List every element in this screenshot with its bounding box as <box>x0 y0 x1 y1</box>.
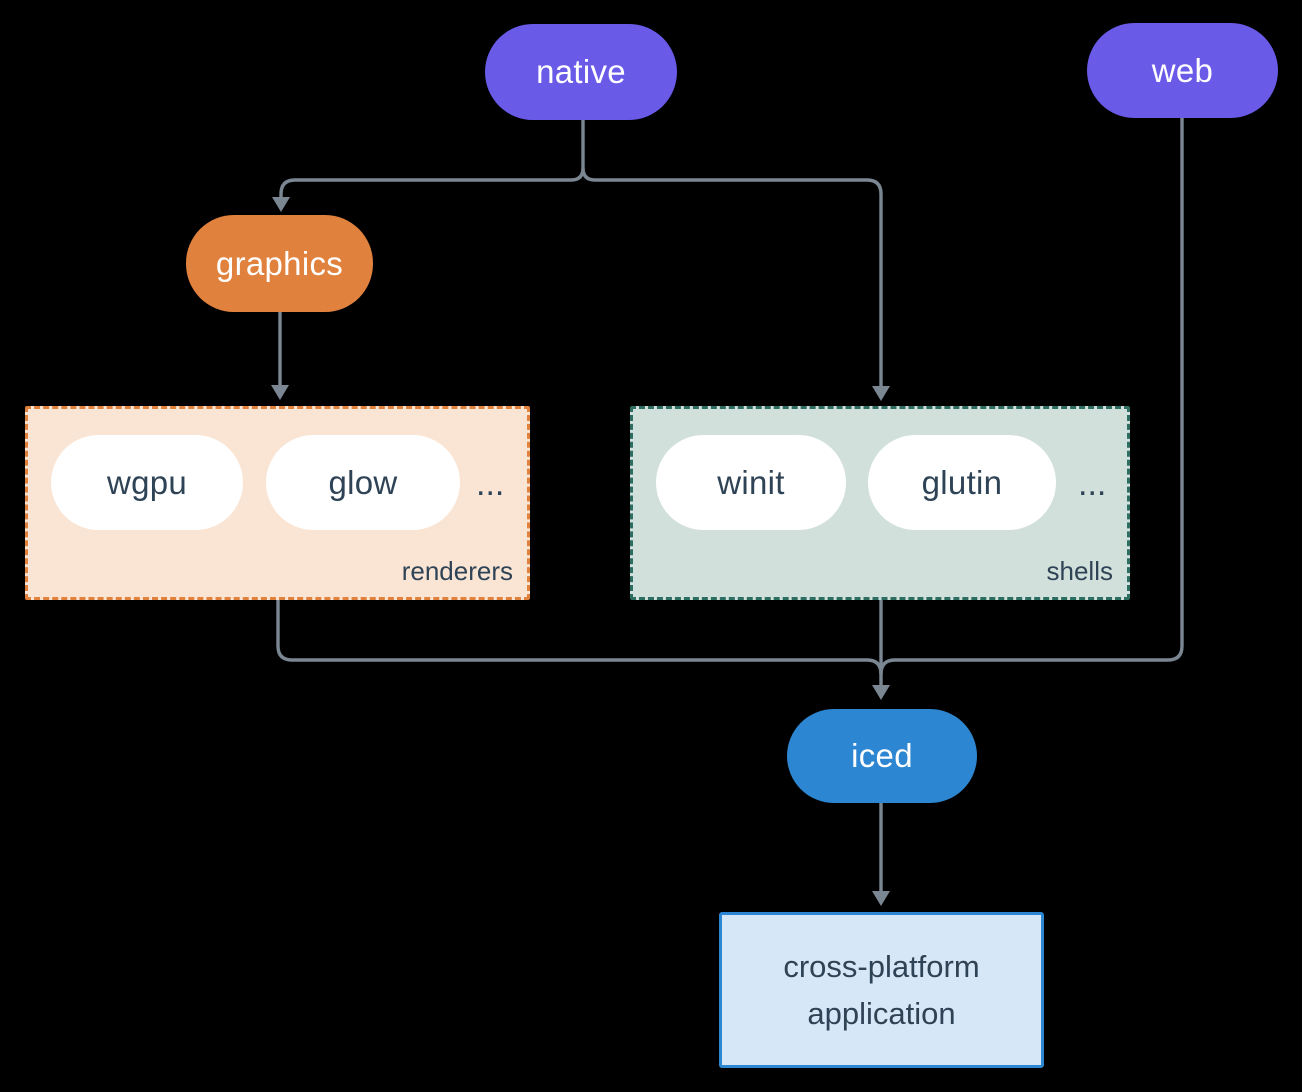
node-application: cross-platform application <box>719 912 1044 1068</box>
connector-native-to-graphics <box>279 120 585 197</box>
node-web-label: web <box>1151 51 1214 89</box>
connector-native-to-shells <box>581 167 883 386</box>
node-application-label-line2: application <box>807 996 956 1031</box>
pill-wgpu: wgpu <box>51 435 243 530</box>
pill-winit: winit <box>656 435 846 530</box>
node-graphics-label: graphics <box>215 244 344 282</box>
group-renderers-label: renderers <box>401 556 513 586</box>
node-web: web <box>1087 23 1278 118</box>
pill-wgpu-label: wgpu <box>106 463 188 501</box>
arrowhead-graphics <box>272 197 290 212</box>
pill-glow: glow <box>266 435 460 530</box>
connector-renderers-to-junction <box>276 600 883 675</box>
arrowhead-renderers <box>271 385 289 400</box>
renderers-ellipsis: ... <box>476 465 505 503</box>
pill-glutin-label: glutin <box>921 463 1003 501</box>
node-native-label: native <box>536 53 626 90</box>
group-renderers: wgpu glow ... renderers <box>25 406 530 600</box>
group-shells: winit glutin ... shells <box>630 406 1130 600</box>
node-iced-label: iced <box>851 737 913 774</box>
pill-glow-label: glow <box>328 463 398 501</box>
arrowhead-shells <box>872 386 890 401</box>
connector-lines <box>276 118 1184 892</box>
node-native: native <box>485 24 677 120</box>
arrowhead-application <box>872 891 890 906</box>
arrowheads <box>271 197 890 906</box>
pill-glutin: glutin <box>868 435 1056 530</box>
node-iced: iced <box>787 709 977 803</box>
group-shells-label: shells <box>1046 556 1113 586</box>
pill-winit-label: winit <box>717 463 785 501</box>
shells-ellipsis: ... <box>1078 465 1107 503</box>
node-application-label-line1: cross-platform <box>783 949 980 984</box>
node-graphics: graphics <box>186 215 373 312</box>
arrowhead-iced <box>872 685 890 700</box>
